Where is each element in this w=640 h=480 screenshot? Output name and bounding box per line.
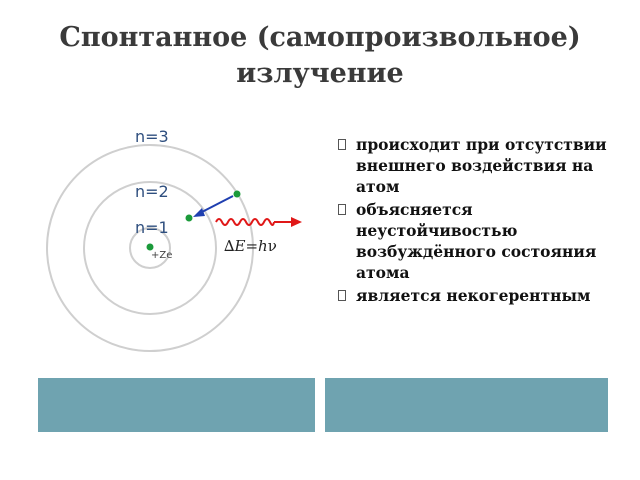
bullet-text: происходит при отсутствии внешнего возде… [356, 135, 607, 196]
bullet-item: происходит при отсутствии внешнего возде… [338, 134, 628, 197]
bohr-atom-diagram: +Ze n=3 n=2 n=1 ∆E=hν [46, 127, 302, 352]
orbit-n3 [46, 144, 254, 352]
bullet-item: является некогерентным [338, 285, 628, 306]
energy-label: ∆E=hν [224, 237, 277, 255]
bullet-text: объясняется неустойчивостью возбуждённог… [356, 200, 597, 282]
nucleus-label: +Ze [151, 250, 172, 261]
orbit-n2 [83, 181, 217, 315]
slide-title-line-1: Спонтанное (самопроизвольное) [59, 22, 581, 53]
orbit-label-n1: n=1 [135, 218, 169, 237]
bullet-text: является некогерентным [356, 286, 591, 305]
orbit-n1 [129, 227, 171, 269]
orbit-label-n3: n=3 [135, 127, 169, 146]
slide-title: Спонтанное (самопроизвольное) излучение [0, 20, 640, 92]
orbit-label-n2: n=2 [135, 182, 169, 201]
footer-bar-left [38, 378, 315, 432]
nucleus [146, 243, 154, 251]
transition-arrow-head-icon [193, 208, 205, 217]
bullet-item: объясняется неустойчивостью возбуждённог… [338, 199, 628, 283]
photon-arrow-head-icon [291, 217, 302, 227]
photon-wave [215, 218, 275, 226]
transition-arrow [199, 195, 234, 214]
hollow-square-bullet-icon [338, 290, 346, 301]
slide-title-line-2: излучение [236, 58, 404, 89]
electron-excited [233, 190, 241, 198]
hollow-square-bullet-icon [338, 204, 346, 215]
bullet-list: происходит при отсутствии внешнего возде… [338, 134, 628, 308]
hollow-square-bullet-icon [338, 139, 346, 150]
footer-bar-right [325, 378, 608, 432]
electron-ground [185, 214, 193, 222]
